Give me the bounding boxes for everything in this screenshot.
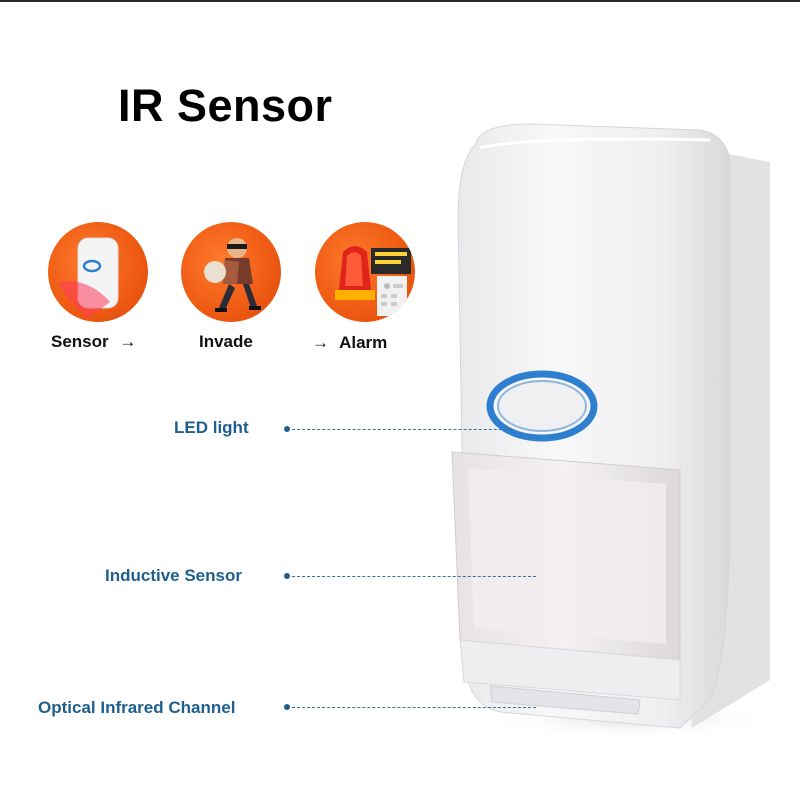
- led-light-label: LED light: [174, 418, 249, 437]
- top-border: [0, 0, 800, 2]
- sensor-step-icon: [48, 222, 148, 322]
- led-light-pointer-dot: [284, 426, 290, 432]
- optical-infrared-channel-pointer-line: [292, 707, 536, 708]
- arrow-right-icon: →: [312, 333, 329, 352]
- sensor-step-label: Sensor →: [51, 332, 137, 351]
- invade-step-label: Invade: [199, 332, 253, 351]
- page-title: IR Sensor: [118, 80, 333, 131]
- optical-infrared-channel-label: Optical Infrared Channel: [38, 698, 236, 717]
- arrow-right-icon: →: [119, 332, 137, 351]
- invade-step-icon: [181, 222, 281, 322]
- inductive-sensor-pointer-dot: [284, 573, 290, 579]
- alarm-step-label: → Alarm: [312, 333, 388, 352]
- led-light-pointer-line: [292, 429, 512, 430]
- inductive-sensor-label: Inductive Sensor: [105, 566, 242, 585]
- alarm-step-icon: [315, 222, 415, 322]
- ir-sensor-device: [451, 123, 780, 738]
- inductive-sensor-pointer-line: [292, 576, 536, 577]
- optical-infrared-channel-pointer-dot: [284, 704, 290, 710]
